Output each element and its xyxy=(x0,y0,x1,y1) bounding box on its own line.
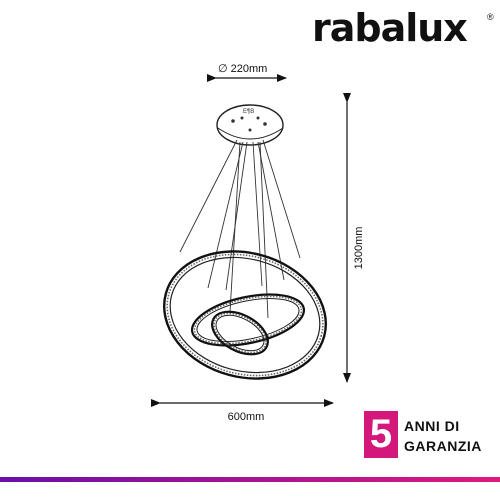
brand-logo: rabalux xyxy=(312,6,468,50)
suspension-cables xyxy=(179,139,301,319)
bottom-accent-bar xyxy=(0,477,500,482)
middle-ring xyxy=(190,293,306,347)
height-label: 1300mm xyxy=(353,227,365,270)
warranty-badge: 5 ANNI DI GARANZIA xyxy=(364,411,494,458)
ceiling-canopy: E¶B xyxy=(216,104,284,146)
warranty-line-2: GARANZIA xyxy=(404,438,482,454)
inner-ring xyxy=(211,310,269,356)
canopy-marking: E¶B xyxy=(243,109,254,115)
warranty-line-1: ANNI DI xyxy=(404,418,460,434)
warranty-years: 5 xyxy=(364,411,398,458)
registered-mark: ® xyxy=(487,12,494,22)
width-label: 600mm xyxy=(228,411,265,423)
outer-ring xyxy=(162,250,328,380)
canopy-diameter-label: ∅ 220mm xyxy=(218,63,267,75)
